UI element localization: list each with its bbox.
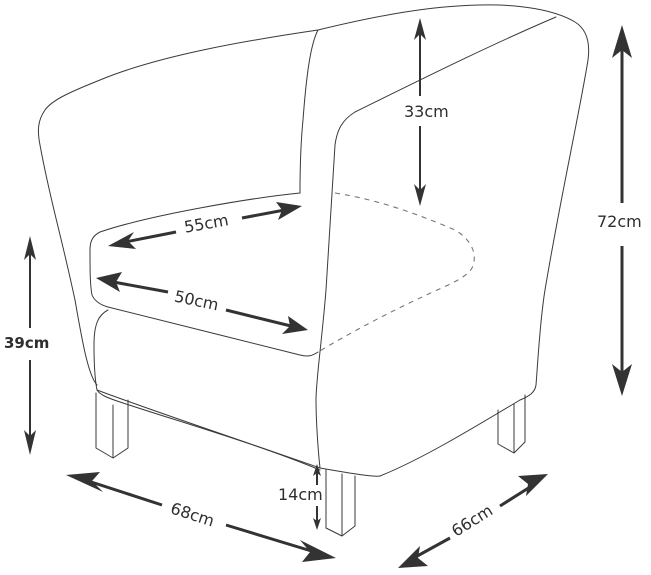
overall-width-arrow-left bbox=[81, 477, 163, 507]
chair-outline bbox=[37, 4, 590, 537]
arrowhead-right-icon bbox=[518, 474, 548, 496]
leg-front-right bbox=[325, 469, 356, 537]
arrowhead-down-icon bbox=[612, 364, 632, 396]
backrest-inner-left-edge bbox=[299, 29, 319, 194]
arrowhead-left-icon bbox=[398, 546, 428, 568]
arrowhead-left-icon bbox=[66, 472, 103, 492]
leg-back-right bbox=[497, 394, 526, 454]
right-arm-outer-edge bbox=[519, 59, 589, 401]
arrowhead-down-icon bbox=[414, 184, 426, 206]
overall-width-arrow-right bbox=[225, 523, 319, 555]
arrowhead-up-icon bbox=[24, 236, 36, 260]
chair-front-right-edge bbox=[315, 399, 321, 469]
leg-front-left bbox=[95, 392, 129, 459]
seat-cushion-outline bbox=[89, 192, 319, 357]
hidden-seat-outline bbox=[317, 192, 475, 353]
arrowhead-right-icon bbox=[276, 202, 302, 220]
seat-width-arrow-left bbox=[119, 230, 177, 245]
seat-height-label: 39cm bbox=[2, 334, 52, 352]
arrowhead-up-icon bbox=[612, 25, 632, 58]
arrowhead-right-icon bbox=[300, 540, 336, 562]
chair-base-front-bottom bbox=[96, 389, 381, 477]
arrowhead-up-icon bbox=[313, 464, 321, 476]
arrowhead-down-icon bbox=[313, 518, 321, 530]
chair-base-right-bottom bbox=[379, 399, 521, 477]
backrest-top-outline bbox=[317, 4, 590, 61]
arrowhead-up-icon bbox=[414, 18, 426, 40]
left-arm-outline bbox=[37, 29, 319, 386]
arrowhead-down-icon bbox=[24, 430, 36, 455]
seat-depth-arrow-right bbox=[225, 308, 296, 329]
leg-height-label: 14cm bbox=[276, 485, 325, 504]
arrowhead-left-icon bbox=[96, 272, 122, 292]
total-height-label: 72cm bbox=[595, 212, 644, 231]
back-height-label: 33cm bbox=[402, 102, 451, 121]
right-arm-inner-top bbox=[315, 16, 557, 401]
arrowhead-right-icon bbox=[282, 316, 308, 334]
arrowhead-left-icon bbox=[108, 232, 136, 249]
seat-depth-arrow-left bbox=[107, 279, 169, 294]
dimension-arrows bbox=[24, 18, 632, 568]
